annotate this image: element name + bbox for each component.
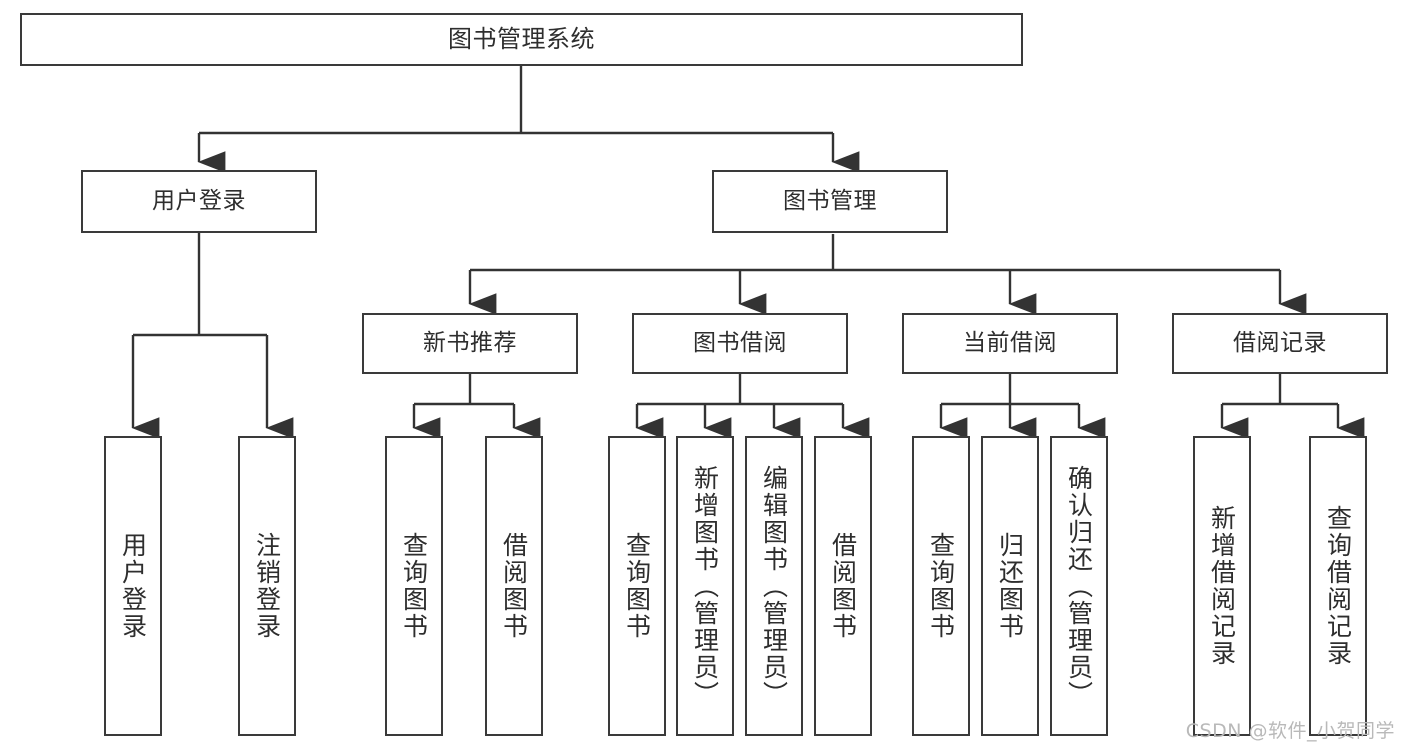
node-label: 借阅记录 xyxy=(1233,329,1327,356)
leaf-user-login[interactable]: 用户登录 xyxy=(104,436,162,736)
leaf-query-borrow-record[interactable]: 查询借阅记录 xyxy=(1309,436,1367,736)
node-new-book-recommend[interactable]: 新书推荐 xyxy=(362,313,578,374)
node-book-management[interactable]: 图书管理 xyxy=(712,170,948,233)
leaf-query-book-recommend[interactable]: 查询图书 xyxy=(385,436,443,736)
node-label: 用户登录 xyxy=(152,187,246,214)
node-label: 编辑图书（管理员） xyxy=(759,464,789,708)
node-label: 注销登录 xyxy=(252,532,282,640)
node-label: 查询图书 xyxy=(926,532,956,640)
leaf-add-borrow-record[interactable]: 新增借阅记录 xyxy=(1193,436,1251,736)
node-label: 图书管理 xyxy=(783,187,877,214)
node-label: 查询图书 xyxy=(399,532,429,640)
node-current-borrow[interactable]: 当前借阅 xyxy=(902,313,1118,374)
node-label: 图书管理系统 xyxy=(448,25,595,54)
node-root-book-management-system[interactable]: 图书管理系统 xyxy=(20,13,1023,66)
node-label: 新书推荐 xyxy=(423,329,517,356)
node-label: 归还图书 xyxy=(995,532,1025,640)
leaf-borrow-book[interactable]: 借阅图书 xyxy=(814,436,872,736)
node-label: 查询借阅记录 xyxy=(1323,505,1353,667)
leaf-query-book-borrow[interactable]: 查询图书 xyxy=(608,436,666,736)
node-borrow-record[interactable]: 借阅记录 xyxy=(1172,313,1388,374)
leaf-return-book[interactable]: 归还图书 xyxy=(981,436,1039,736)
leaf-query-book-current[interactable]: 查询图书 xyxy=(912,436,970,736)
node-label: 图书借阅 xyxy=(693,329,787,356)
node-label: 借阅图书 xyxy=(828,532,858,640)
leaf-borrow-book-recommend[interactable]: 借阅图书 xyxy=(485,436,543,736)
node-label: 新增图书（管理员） xyxy=(690,464,720,708)
leaf-add-book-admin[interactable]: 新增图书（管理员） xyxy=(676,436,734,736)
node-label: 当前借阅 xyxy=(963,329,1057,356)
csdn-watermark: CSDN @软件_小贺同学 xyxy=(1185,720,1395,742)
node-user-login[interactable]: 用户登录 xyxy=(81,170,317,233)
node-label: 借阅图书 xyxy=(499,532,529,640)
node-label: 用户登录 xyxy=(118,532,148,640)
leaf-confirm-return-admin[interactable]: 确认归还（管理员） xyxy=(1050,436,1108,736)
node-label: 确认归还（管理员） xyxy=(1064,464,1094,708)
leaf-edit-book-admin[interactable]: 编辑图书（管理员） xyxy=(745,436,803,736)
leaf-logout[interactable]: 注销登录 xyxy=(238,436,296,736)
node-label: 新增借阅记录 xyxy=(1207,505,1237,667)
node-book-borrow[interactable]: 图书借阅 xyxy=(632,313,848,374)
node-label: 查询图书 xyxy=(622,532,652,640)
